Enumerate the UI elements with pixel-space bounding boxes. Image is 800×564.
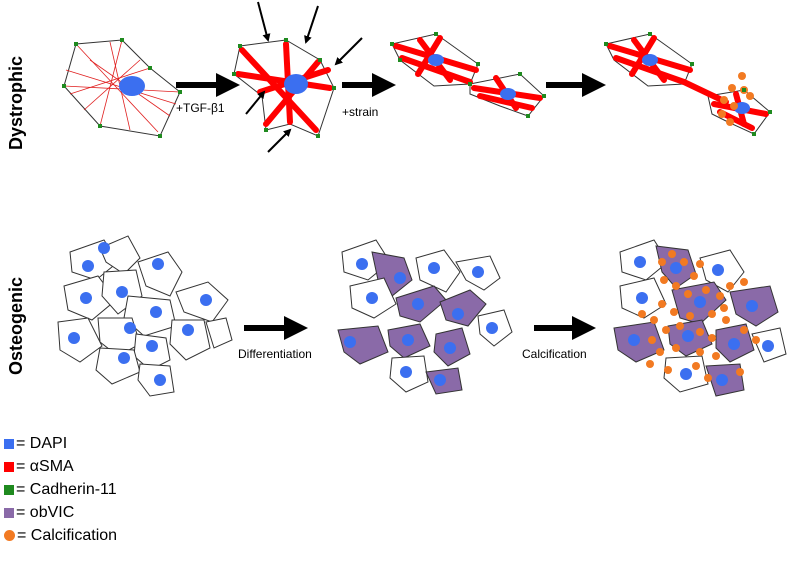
legend-label: = Cadherin-11 — [16, 480, 117, 498]
nucleus — [284, 74, 308, 94]
legend-item-calcification: = Calcification — [4, 524, 117, 547]
red-square-icon — [4, 461, 14, 472]
activated-myofibroblast-cell — [232, 38, 336, 138]
row-label-dystrophic: Dystrophic — [6, 56, 26, 150]
step-label-strain: +strain — [342, 105, 378, 119]
quiescent-vic-cell — [62, 38, 182, 138]
osteogenic-nuclei-2 — [344, 258, 498, 386]
green-square-icon — [4, 484, 14, 495]
osteogenic-nuclei-1 — [68, 242, 212, 386]
calcification-deposits — [638, 250, 760, 382]
blue-square-icon — [4, 438, 14, 449]
osteogenic-nuclei-3 — [628, 256, 774, 386]
step-label-calcification: Calcification — [522, 347, 587, 361]
calcifying-cell-pair — [604, 32, 772, 136]
legend-label: = Calcification — [17, 526, 118, 544]
step-label-tgf: +TGF-β1 — [176, 101, 225, 115]
legend-label: = αSMA — [16, 457, 74, 475]
row-label-osteogenic: Osteogenic — [6, 277, 26, 375]
legend-label: = DAPI — [16, 434, 68, 452]
legend: = DAPI = αSMA = Cadherin-11 = obVIC = Ca… — [4, 432, 117, 547]
nucleus — [119, 76, 145, 96]
legend-item-dapi: = DAPI — [4, 432, 117, 455]
legend-item-obvic: = obVIC — [4, 501, 117, 524]
legend-item-cadherin: = Cadherin-11 — [4, 478, 117, 501]
purple-square-icon — [4, 507, 14, 518]
step-label-differentiation: Differentiation — [238, 347, 312, 361]
legend-item-asma: = αSMA — [4, 455, 117, 478]
legend-label: = obVIC — [16, 503, 75, 521]
aligned-cell-pair — [390, 32, 546, 118]
orange-dot-icon — [4, 530, 15, 541]
osteogenic-cluster-quiescent — [57, 235, 233, 397]
strain-force-arrows — [245, 1, 363, 153]
